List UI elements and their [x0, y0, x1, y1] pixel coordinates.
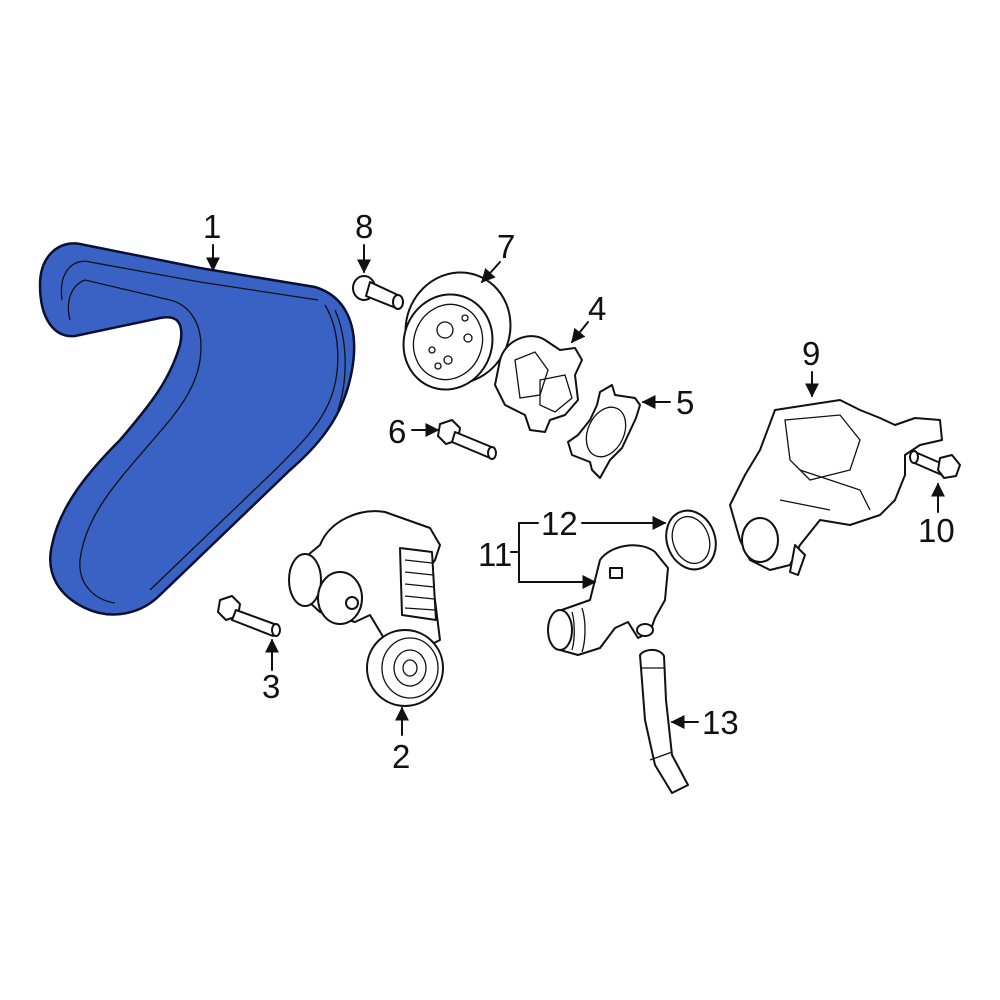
- water-pump-bolt-part[interactable]: [437, 419, 497, 460]
- thermostat-housing-part[interactable]: [729, 399, 943, 576]
- callout-9[interactable]: 9: [802, 335, 821, 372]
- tensioner-bolt-part[interactable]: [217, 595, 281, 637]
- callout-7[interactable]: 7: [497, 228, 516, 265]
- callout-2[interactable]: 2: [392, 738, 411, 775]
- water-outlet-part[interactable]: [547, 544, 669, 656]
- callout-10[interactable]: 10: [918, 512, 955, 549]
- pulley-bolt-part[interactable]: [352, 275, 404, 310]
- callout-12[interactable]: 12: [541, 505, 578, 542]
- belt-tensioner-part[interactable]: [288, 510, 444, 707]
- drive-belt-part[interactable]: [38, 242, 356, 616]
- callout-4[interactable]: 4: [588, 290, 607, 327]
- callout-1[interactable]: 1: [203, 208, 222, 245]
- housing-bolt-part[interactable]: [909, 450, 961, 479]
- o-ring-part[interactable]: [658, 504, 724, 577]
- leader-lines: [206, 244, 945, 736]
- callout-6[interactable]: 6: [388, 413, 407, 450]
- callout-8[interactable]: 8: [355, 208, 374, 245]
- callout-3[interactable]: 3: [262, 668, 281, 705]
- callout-5[interactable]: 5: [676, 384, 695, 421]
- water-pump-part[interactable]: [494, 335, 583, 433]
- water-pump-gasket-part[interactable]: [567, 384, 641, 479]
- coolant-hose-part[interactable]: [639, 648, 689, 794]
- callout-11[interactable]: 11: [478, 536, 513, 573]
- callout-13[interactable]: 13: [702, 704, 739, 741]
